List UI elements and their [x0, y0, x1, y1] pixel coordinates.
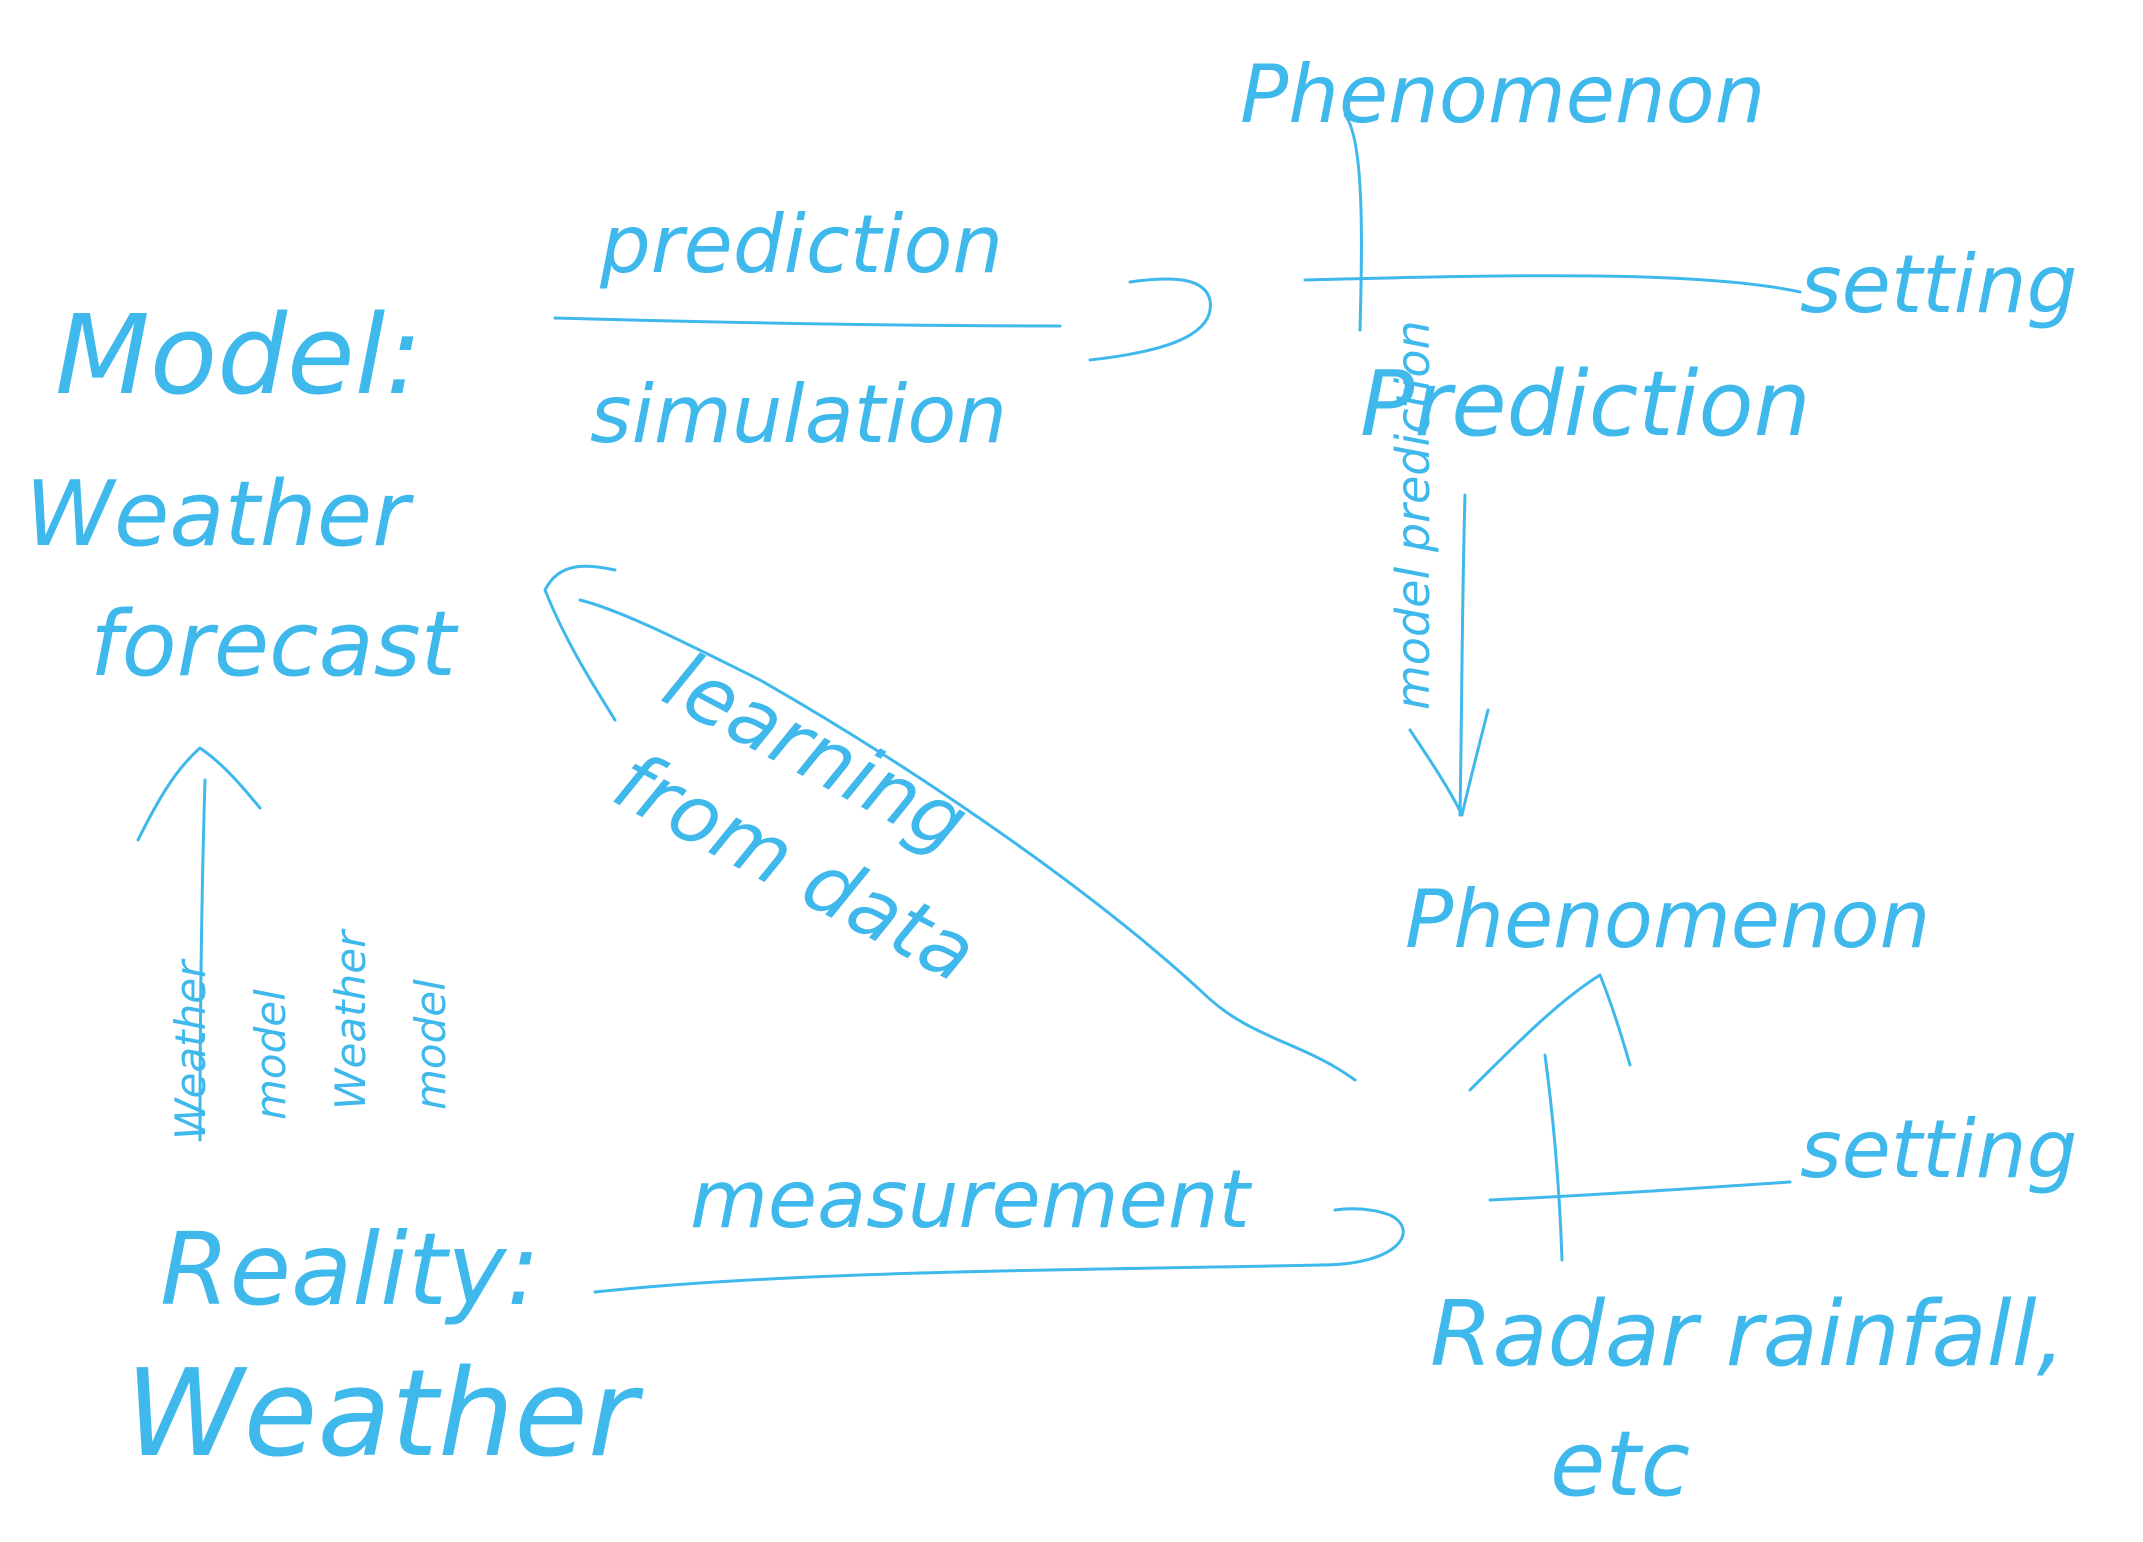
- label-measurement: measurement: [690, 1153, 1250, 1246]
- label-model-prediction-vertical: model prediction: [1386, 320, 1440, 710]
- arrow-up-bottom: [1468, 973, 1632, 1092]
- label-result-1: Radar rainfall,: [1430, 1282, 2066, 1387]
- label-left-vertical-4: model: [406, 979, 455, 1110]
- label-simulation: simulation: [590, 368, 1008, 461]
- arrow-learning: [543, 564, 1357, 1082]
- label-phenomenon-bottom: Phenomenon: [1405, 873, 1931, 966]
- label-phenomenon-top: Phenomenon: [1240, 48, 1766, 141]
- label-reality: Reality:: [160, 1211, 540, 1328]
- axis-vertical-bottom: [1543, 1053, 1564, 1262]
- arrow-model-to-prediction: [1088, 277, 1212, 362]
- label-setting-top: setting: [1800, 238, 2078, 331]
- label-left-vertical-2: model: [246, 989, 295, 1120]
- fraction-line-model: [553, 316, 1062, 328]
- label-model: Model:: [55, 291, 423, 419]
- axis-horizontal-bottom: [1488, 1180, 1792, 1202]
- label-result-2: etc: [1550, 1412, 1691, 1517]
- axis-horizontal-top: [1303, 274, 1802, 294]
- arrow-measurement: [593, 1207, 1405, 1294]
- label-left-vertical-1: Weather: [166, 960, 215, 1140]
- label-setting-bottom: setting: [1800, 1103, 2078, 1196]
- arrow-prediction-down: [1408, 493, 1490, 817]
- label-weather: Weather: [125, 1345, 638, 1484]
- label-left-vertical-3: Weather: [326, 930, 375, 1110]
- axis-vertical-top: [1343, 113, 1363, 332]
- arrow-left-up: [136, 746, 262, 1142]
- label-weather-forecast-2: forecast: [90, 592, 456, 697]
- label-prediction-right: Prediction: [1360, 352, 1811, 457]
- label-prediction-top: prediction: [600, 198, 1004, 291]
- label-weather-forecast-1: Weather: [25, 462, 410, 567]
